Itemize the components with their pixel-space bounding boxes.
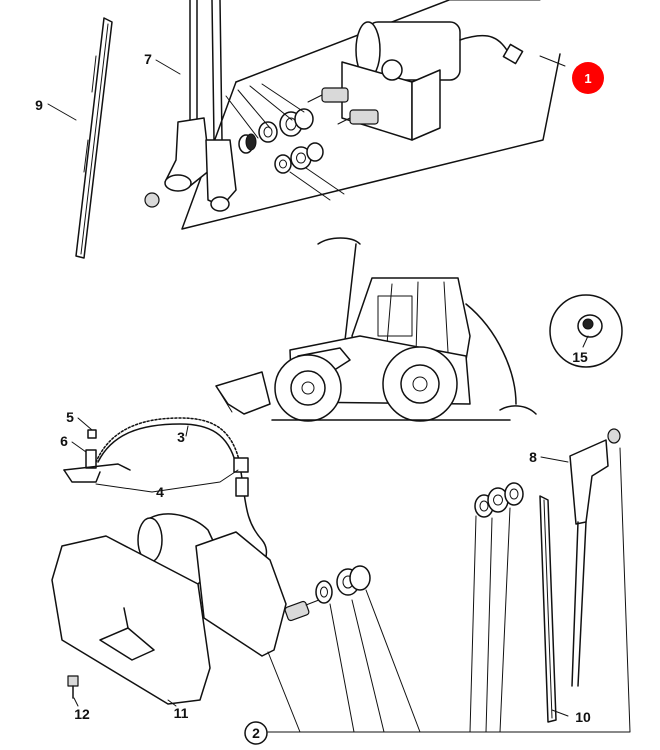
callout-3-label: 3 xyxy=(177,429,185,445)
leader-lines-2 xyxy=(267,447,631,733)
callout-leaders xyxy=(47,55,589,717)
upper-detail-panel xyxy=(75,0,561,259)
callout-8-label: 8 xyxy=(529,449,537,465)
callout-5-label: 5 xyxy=(66,409,74,425)
callout-11-label: 11 xyxy=(174,705,189,721)
front-spacers xyxy=(315,482,524,604)
callout-12-label: 12 xyxy=(74,706,90,722)
callout-9-label: 9 xyxy=(35,97,43,113)
callout-10-label: 10 xyxy=(575,709,591,725)
upper-wiper-motor xyxy=(307,21,524,141)
inset-grommet-15 xyxy=(549,294,623,368)
callout-1-badge xyxy=(572,62,604,94)
callout-4-label: 4 xyxy=(156,484,164,500)
upper-spacers xyxy=(225,83,345,201)
callout-2-label: 2 xyxy=(252,725,260,741)
callout-1-label: 1 xyxy=(584,71,591,86)
front-wiper-motor-assembly xyxy=(51,417,325,705)
front-wiper-blade-10 xyxy=(539,495,557,723)
wiper-blade-9 xyxy=(75,17,113,259)
callout-2-ring xyxy=(244,721,268,745)
callout-1: 1 xyxy=(572,62,604,94)
backhoe-loader-illustration xyxy=(215,237,537,422)
callout-6-label: 6 xyxy=(60,433,68,449)
callout-7-label: 7 xyxy=(144,51,152,67)
callout-15-label: 15 xyxy=(572,349,588,365)
callout-2: 2 xyxy=(244,721,268,745)
front-wiper-arm-8 xyxy=(569,428,621,687)
wiper-arm-7 xyxy=(144,0,237,212)
